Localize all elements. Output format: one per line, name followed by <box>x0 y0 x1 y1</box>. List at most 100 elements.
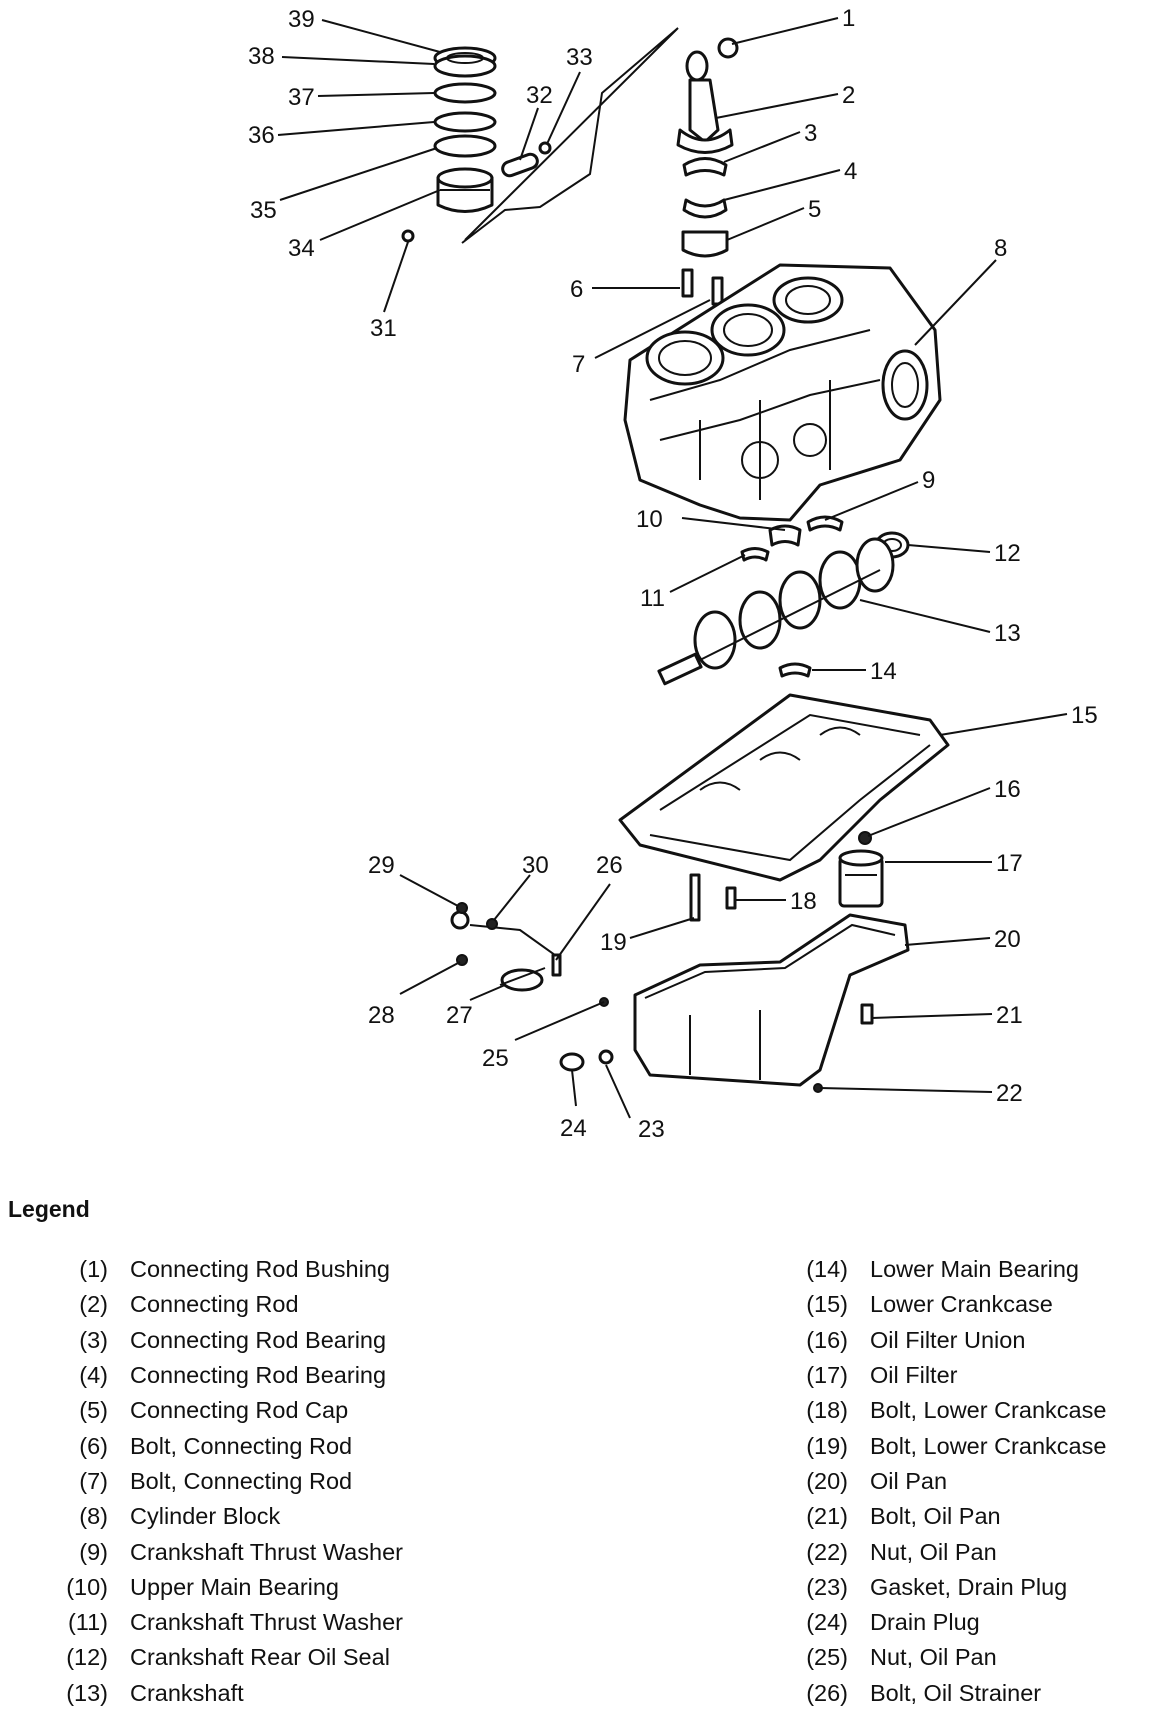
callout-6: 6 <box>570 276 583 303</box>
piston <box>436 167 494 213</box>
callout-11: 11 <box>640 585 665 612</box>
legend-number: (14) <box>806 1256 848 1283</box>
legend-number: (6) <box>79 1432 108 1459</box>
strainer-bolt <box>551 953 562 977</box>
callout-39: 39 <box>288 6 315 33</box>
exploded-engine-diagram: 1 2 3 4 5 6 7 8 9 10 11 12 13 14 15 16 1… <box>248 5 1098 1143</box>
legend-number: (17) <box>806 1362 848 1389</box>
piston-pin-clip <box>401 229 415 243</box>
legend-label: Nut, Oil Pan <box>870 1644 997 1671</box>
rod-cap <box>681 230 729 258</box>
legend-item: (22)Nut, Oil Pan <box>790 1534 1106 1569</box>
legend-item: (9) Crankshaft Thrust Washer <box>50 1534 403 1569</box>
legend-label: Connecting Rod Bushing <box>130 1256 390 1283</box>
legend-label: Oil Pan <box>870 1467 948 1494</box>
legend-number: (21) <box>806 1503 848 1530</box>
legend-item: (21) Bolt, Oil Pan <box>790 1499 1106 1534</box>
legend-item: (20)Oil Pan <box>790 1464 1106 1499</box>
legend-item: (11)Crankshaft Thrust Washer <box>50 1605 403 1640</box>
legend-number: (4) <box>79 1362 108 1389</box>
legend-label: Connecting Rod <box>130 1291 299 1318</box>
oil-strainer <box>450 910 561 992</box>
legend-item: (7)Bolt, Connecting Rod <box>50 1464 403 1499</box>
legend-item: (10)Upper Main Bearing <box>50 1570 403 1605</box>
legend-label: Gasket, Drain Plug <box>870 1573 1068 1600</box>
oil-pan <box>633 913 910 1087</box>
pin-clip <box>538 141 552 155</box>
callout-9: 9 <box>922 467 935 494</box>
legend-item: (5)Connecting Rod Cap <box>50 1393 403 1428</box>
legend-number: (24) <box>806 1609 848 1636</box>
thrust-washer-upper <box>806 515 844 532</box>
oil-pan-bolt <box>860 1003 874 1025</box>
callout-13: 13 <box>994 620 1021 647</box>
legend-item: (23) Gasket, Drain Plug <box>790 1570 1106 1605</box>
legend-label: Connecting Rod Bearing <box>130 1362 387 1389</box>
legend-number: (5) <box>79 1397 108 1424</box>
legend-item: (14) Lower Main Bearing <box>790 1252 1106 1287</box>
rod-bolt-a <box>681 268 694 298</box>
legend-label: Crankshaft Thrust Washer <box>130 1538 403 1565</box>
callout-labels: 1 2 3 4 5 6 7 8 9 10 11 12 13 14 15 16 1… <box>248 5 1098 1143</box>
callout-17: 17 <box>996 850 1023 877</box>
callout-31: 31 <box>370 315 397 342</box>
callout-3: 3 <box>804 120 817 147</box>
legend-label: Cylinder Block <box>130 1503 281 1530</box>
legend-column-right: (14) Lower Main Bearing (15)Lower Crankca… <box>790 1252 1106 1711</box>
callout-7: 7 <box>572 351 585 378</box>
callout-23: 23 <box>638 1116 665 1143</box>
callout-32: 32 <box>526 82 553 109</box>
callout-35: 35 <box>250 197 277 224</box>
callout-1: 1 <box>842 5 855 32</box>
callout-14: 14 <box>870 658 897 685</box>
legend-number: (25) <box>806 1644 848 1671</box>
legend-item: (24)Drain Plug <box>790 1605 1106 1640</box>
legend-number: (12) <box>66 1644 108 1671</box>
oil-filter <box>838 849 884 908</box>
legend-label: Bolt, Oil Strainer <box>870 1679 1042 1706</box>
legend-item: (4) Connecting Rod Bearing <box>50 1358 403 1393</box>
crankshaft <box>657 537 895 686</box>
callout-20: 20 <box>994 926 1021 953</box>
assembly-bracket-line <box>461 27 679 244</box>
legend-item: (18) Bolt, Lower Crankcase <box>790 1393 1106 1428</box>
callout-27: 27 <box>446 1002 473 1029</box>
rod-bearing-upper <box>682 157 728 177</box>
legend-label: Crankshaft Rear Oil Seal <box>130 1644 390 1671</box>
legend-number: (23) <box>806 1573 848 1600</box>
legend-label: Connecting Rod Bearing <box>130 1326 387 1353</box>
legend-number: (8) <box>79 1503 108 1530</box>
callout-18: 18 <box>790 888 817 915</box>
callout-21: 21 <box>996 1002 1023 1029</box>
connecting-rod <box>676 50 734 154</box>
callout-37: 37 <box>288 84 315 111</box>
legend-label: Bolt, Lower Crankcase <box>870 1397 1107 1424</box>
callout-19: 19 <box>600 929 627 956</box>
legend-number: (2) <box>79 1291 108 1318</box>
legend-number: (18) <box>806 1397 848 1424</box>
upper-main-bearing <box>768 524 802 547</box>
crankcase-bolt-long <box>689 873 701 922</box>
legend-item: (6)Bolt, Connecting Rod <box>50 1428 403 1463</box>
callout-33: 33 <box>566 44 593 71</box>
lower-main-bearing <box>778 662 812 678</box>
legend-item: (15)Lower Crankcase <box>790 1287 1106 1322</box>
legend-label: Crankshaft <box>130 1679 244 1706</box>
legend-label: Bolt, Connecting Rod <box>130 1467 353 1494</box>
legend-label: Oil Filter Union <box>870 1326 1026 1353</box>
crankcase-bolt-short <box>725 886 737 910</box>
legend-label: Bolt, Oil Pan <box>870 1503 1001 1530</box>
legend-item: (13)Crankshaft <box>50 1676 403 1711</box>
lower-crankcase <box>618 693 950 882</box>
legend-label: Lower Crankcase <box>870 1291 1053 1318</box>
legend-label: Oil Filter <box>870 1362 958 1389</box>
drain-gasket <box>598 1049 614 1065</box>
legend-number: (1) <box>79 1256 108 1283</box>
legend-label: Lower Main Bearing <box>870 1256 1079 1283</box>
oil-filter-union <box>858 831 872 845</box>
legend-number: (9) <box>79 1538 108 1565</box>
legend-item: (1) Connecting Rod Bushing <box>50 1252 403 1287</box>
legend-label: Nut, Oil Pan <box>870 1538 997 1565</box>
legend-title: Legend <box>8 1196 90 1222</box>
legend-item: (25) Nut, Oil Pan <box>790 1640 1106 1675</box>
